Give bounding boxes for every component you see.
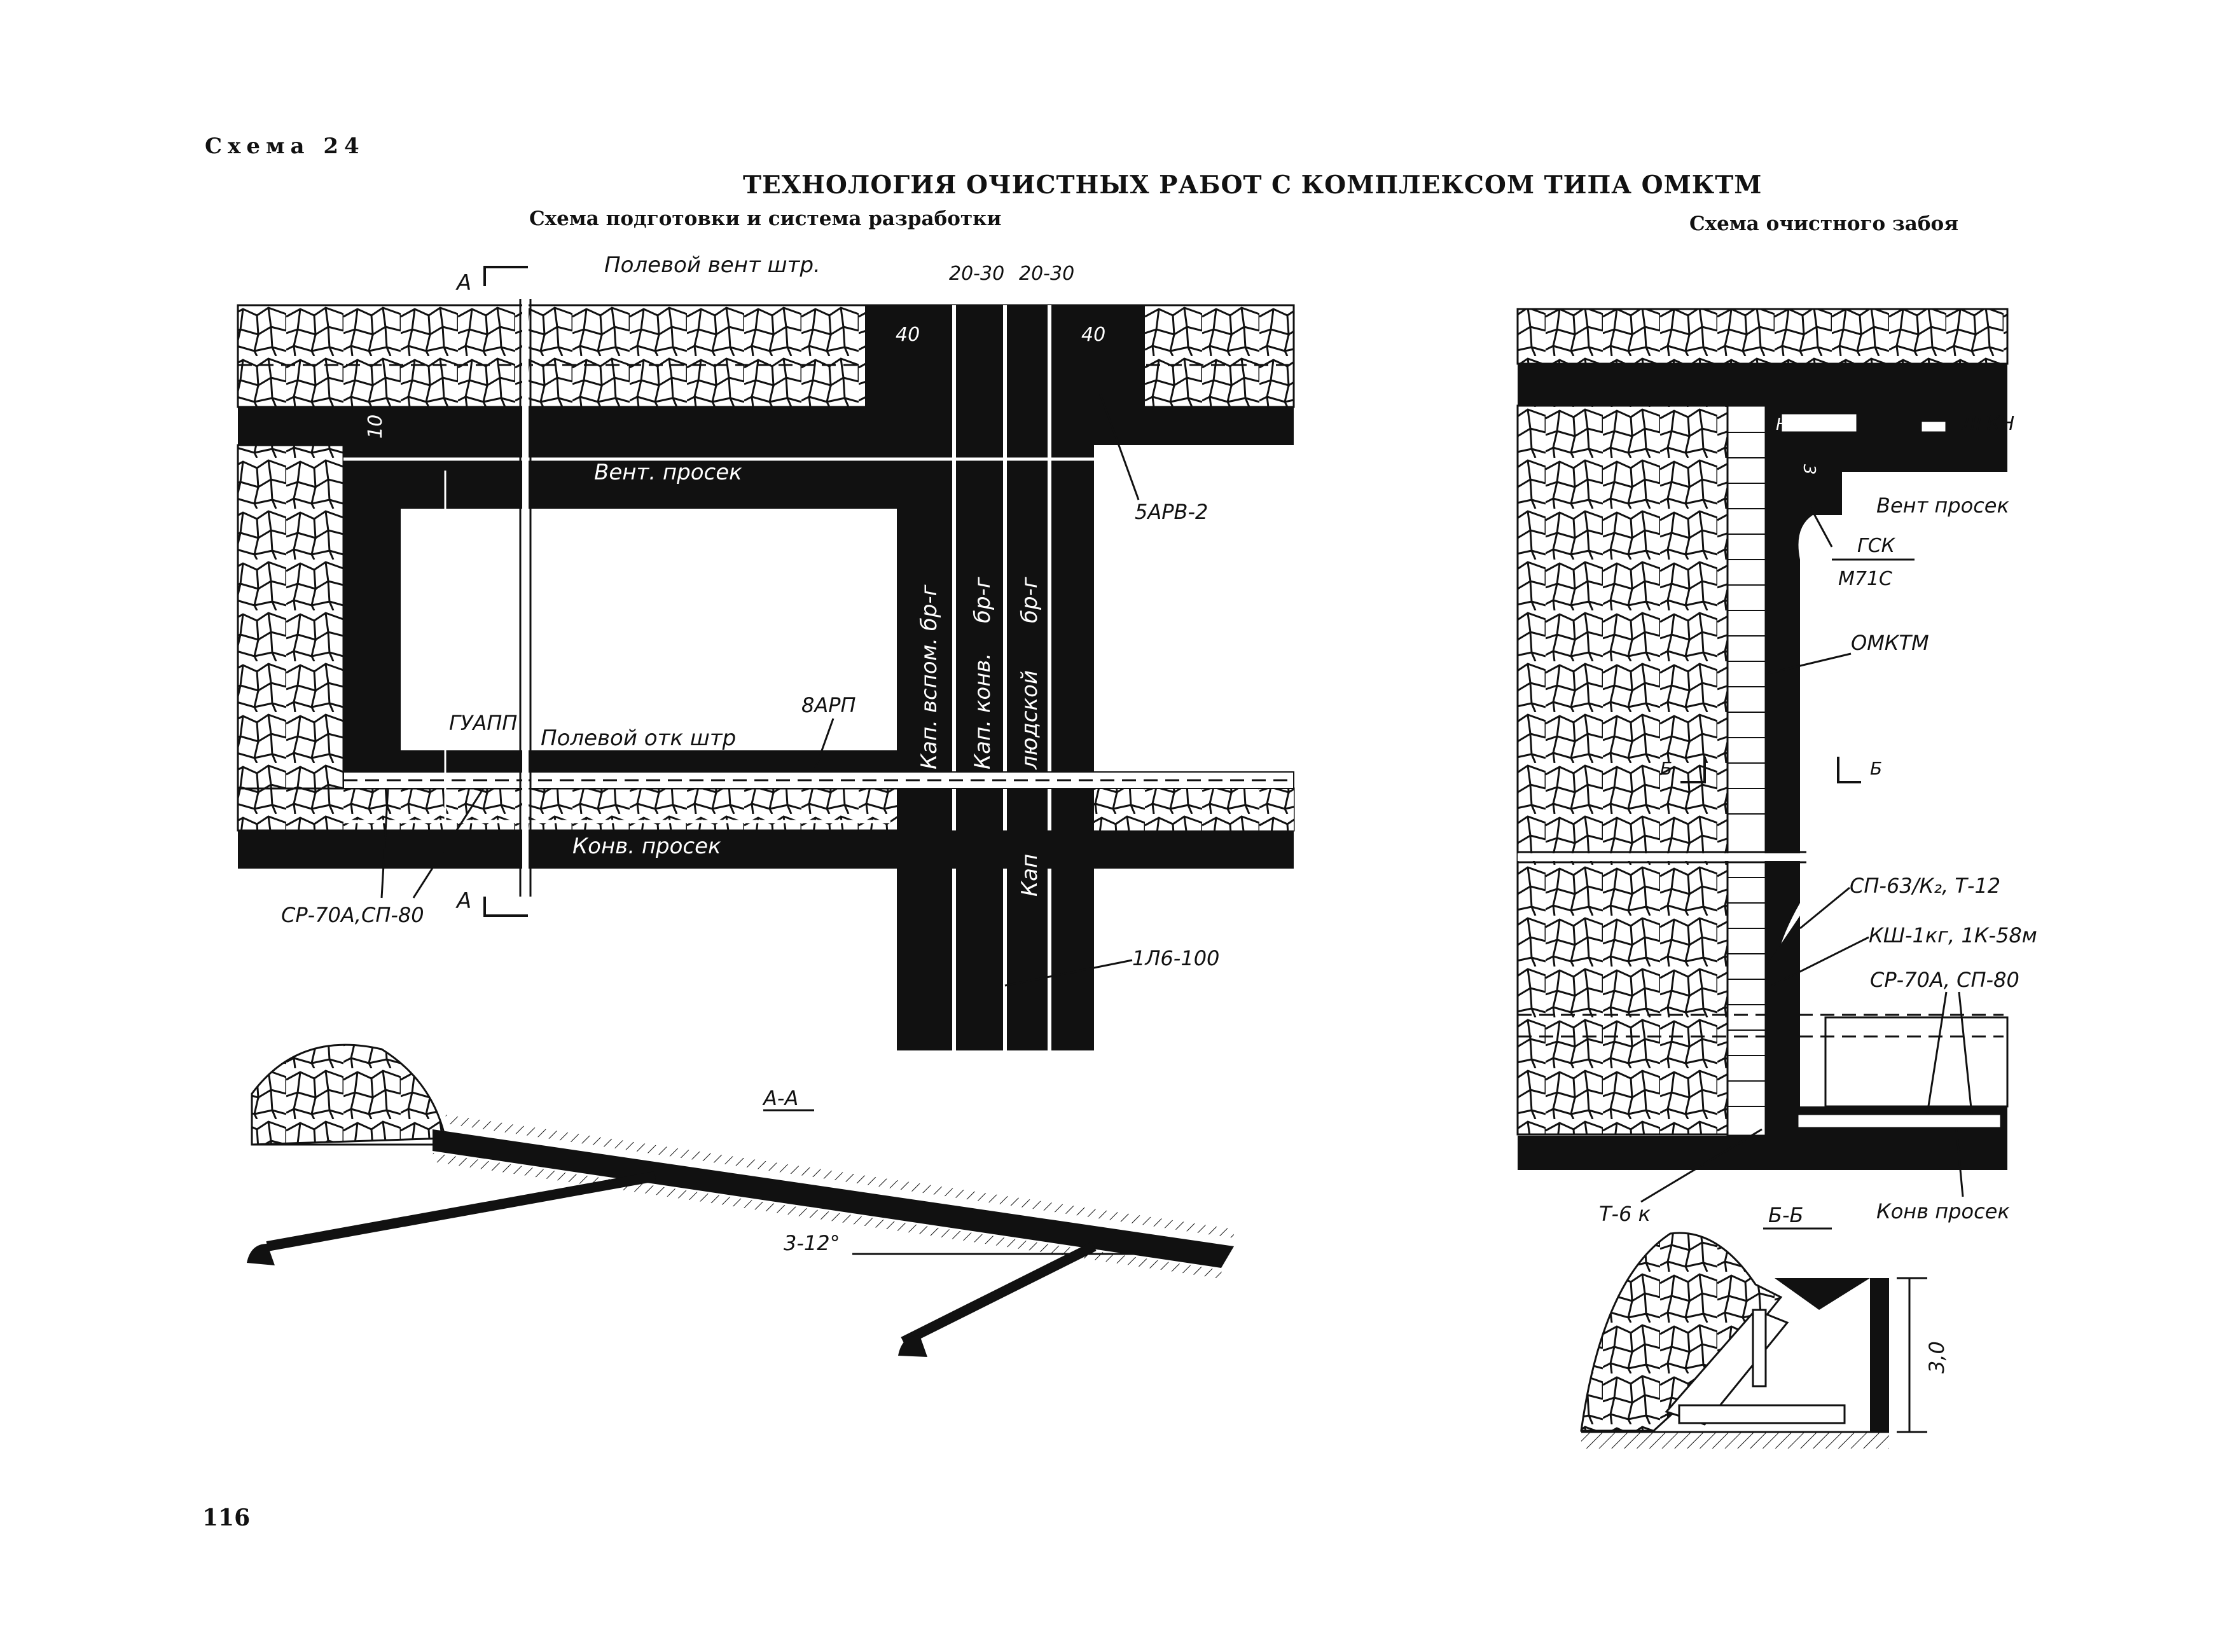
aa-seam [433,1129,1234,1268]
page-number: 116 [202,1504,251,1531]
label-gsk: ГСК [1857,535,1896,557]
face-rock-left-lower [1516,856,1729,1136]
face-scheme: Н.С. ЛГКН 3 Вент просек ГСК М71С ОМКТМ Б… [1516,308,2037,1226]
label-omktm: ОМКТМ [1851,631,1929,655]
dim-20-30-b: 20-30 [1019,263,1074,285]
label-t6k: Т-6 к [1599,1202,1651,1226]
scheme-number: Схема 24 [205,134,365,159]
face-rock-left-upper [1516,404,1729,858]
label-people-upper: людской [1017,670,1042,770]
label-br-g-2: бр-г [1017,576,1042,623]
label-section-aa: А-А [762,1086,798,1110]
label-ksh: КШ-1кг, 1К-58м [1869,923,2037,947]
label-section-bb: Б-Б [1768,1203,1803,1227]
section-b-b: 3,0 Б-Б [1580,1203,1949,1449]
label-dim-3: 3 [1799,464,1818,475]
label-face-sr70a: СР-70А, СП-80 [1870,968,2019,992]
label-8arp: 8АРП [801,693,856,717]
label-field-vent-drift: Полевой вент штр. [604,252,821,278]
label-aux-upper: Кап. вспом. бр-г [917,584,942,769]
label-conv-prosek: Конв. просек [572,834,721,859]
label-kap: Кап [1017,854,1042,897]
label-m71s: М71С [1838,568,1892,590]
label-vent-prosek: Вент. просек [594,460,742,485]
label-conv-upper: Кап. конв. [970,653,995,769]
label-face-vent-prosek: Вент просек [1876,493,2009,518]
face-top-drift [1518,364,2007,406]
label-field-haul-drift: Полевой отк штр [541,726,736,751]
subtitle-left: Схема подготовки и система разработки [529,207,1002,230]
label-b-right: Б [1870,758,1882,779]
subtitle-right: Схема очистного забоя [1689,212,1959,235]
bb-coal-wall [1870,1278,1889,1432]
label-bb-height: 3,0 [1925,1341,1949,1373]
bb-rock-pile [1580,1232,1783,1432]
label-lgkn: ЛГКН [1961,413,2014,435]
label-angle: 3-12° [784,1231,840,1255]
label-1lb100: 1Л6-100 [1132,946,1219,970]
section-mark-a-top: А [455,270,471,296]
aa-rock-pile [251,1043,447,1146]
face-coal-upper [1766,406,2007,857]
conv-prosek [238,830,1294,869]
label-b-left: Б [1660,758,1672,779]
field-vent-drift [238,407,1294,445]
label-br-g-1: бр-г [970,576,995,623]
dim-40-right: 40 [1081,324,1105,346]
label-guapp: ГУАПП [449,711,517,735]
section-mark-a-bottom: А [455,888,471,914]
dim-10: 10 [364,415,387,439]
label-sr70a-sp80: СР-70А,СП-80 [281,903,424,927]
dim-150-180: 150-180 [437,571,462,661]
label-sp63: СП-63/К₂, Т-12 [1850,874,2000,898]
rock-left [237,444,345,790]
dim-40-left: 40 [896,324,920,346]
plan-view: А А 150-180 10 Полевой вент штр. Вент. п… [237,252,1295,1050]
face-rock-top [1516,308,2009,365]
label-face-conv-prosek: Конв просек [1876,1199,2010,1223]
label-ns: Н.С. [1776,415,1810,434]
dim-20-30-a: 20-30 [949,263,1004,285]
section-a-a: А-А 3-12° [247,1043,1235,1357]
omktm-support [1726,404,1767,1137]
page-title: ТЕХНОЛОГИЯ ОЧИСТНЫХ РАБОТ С КОМПЛЕКСОМ Т… [743,170,1762,200]
label-5arv2: 5АРВ-2 [1135,500,1208,524]
